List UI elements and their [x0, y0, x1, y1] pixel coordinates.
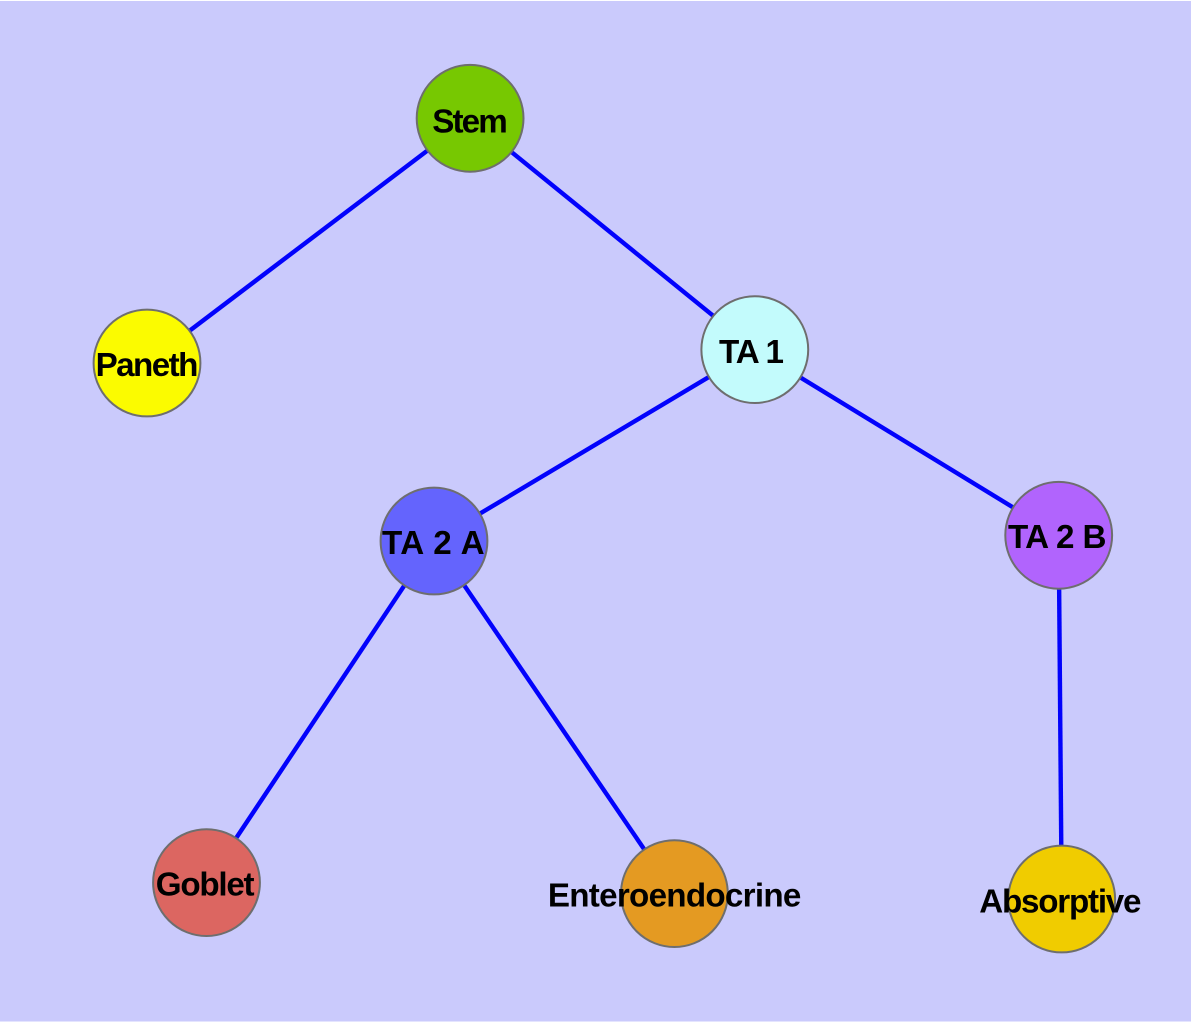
svg-text:TA 2 B: TA 2 B: [1008, 519, 1107, 556]
svg-text:Paneth: Paneth: [96, 347, 199, 384]
svg-text:TA 2 A: TA 2 A: [382, 525, 485, 562]
svg-text:Stem: Stem: [432, 104, 508, 141]
svg-text:Enteroendocrine: Enteroendocrine: [548, 877, 802, 914]
svg-text:Goblet: Goblet: [156, 866, 255, 903]
svg-text:TA 1: TA 1: [719, 334, 784, 371]
svg-text:Absorptive: Absorptive: [979, 883, 1141, 920]
